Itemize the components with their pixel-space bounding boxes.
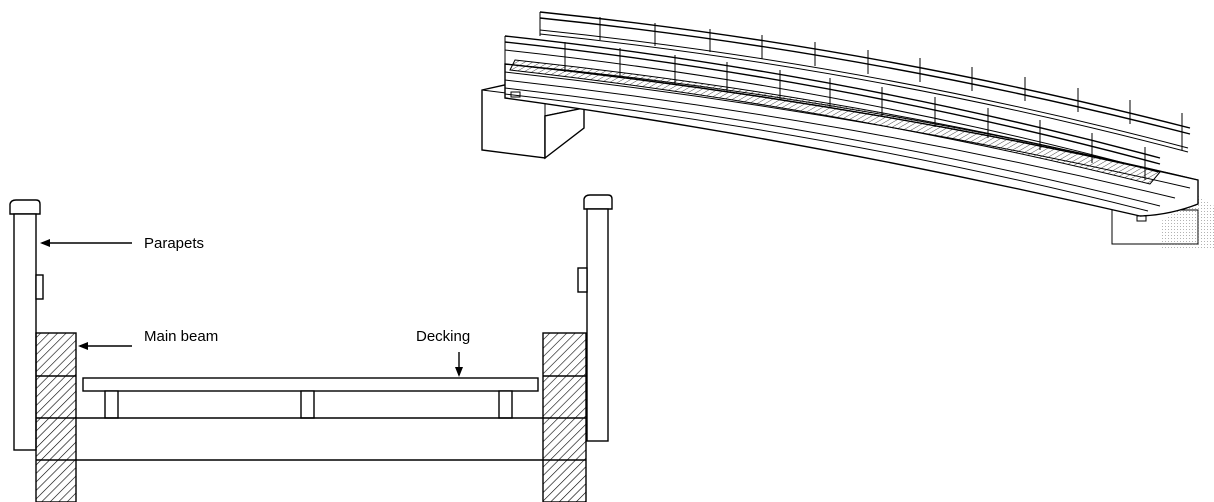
cross-section: Parapets Main beam Decking (9, 194, 613, 502)
deck-support (300, 390, 315, 419)
right-parapet (577, 194, 613, 442)
main-beam-label: Main beam (144, 328, 218, 345)
bearing-icon (510, 91, 521, 98)
parapets-label: Parapets (144, 235, 204, 252)
decking-plank (82, 377, 539, 392)
deck-support (104, 390, 119, 419)
perspective-decking (509, 59, 1161, 185)
main-beam-arrow (78, 342, 132, 350)
right-abutment (1111, 196, 1214, 248)
decking-arrow (455, 352, 463, 377)
decking-label: Decking (416, 328, 470, 345)
left-main-beam (35, 332, 77, 502)
bridge-perspective (481, 11, 1214, 248)
bearing-icon (1136, 215, 1147, 222)
right-main-beam (542, 332, 587, 502)
left-parapet (9, 199, 44, 451)
front-parapet (504, 35, 1161, 180)
parapets-arrow (40, 239, 132, 247)
rear-parapet (539, 11, 1191, 153)
deck-support (498, 390, 513, 419)
